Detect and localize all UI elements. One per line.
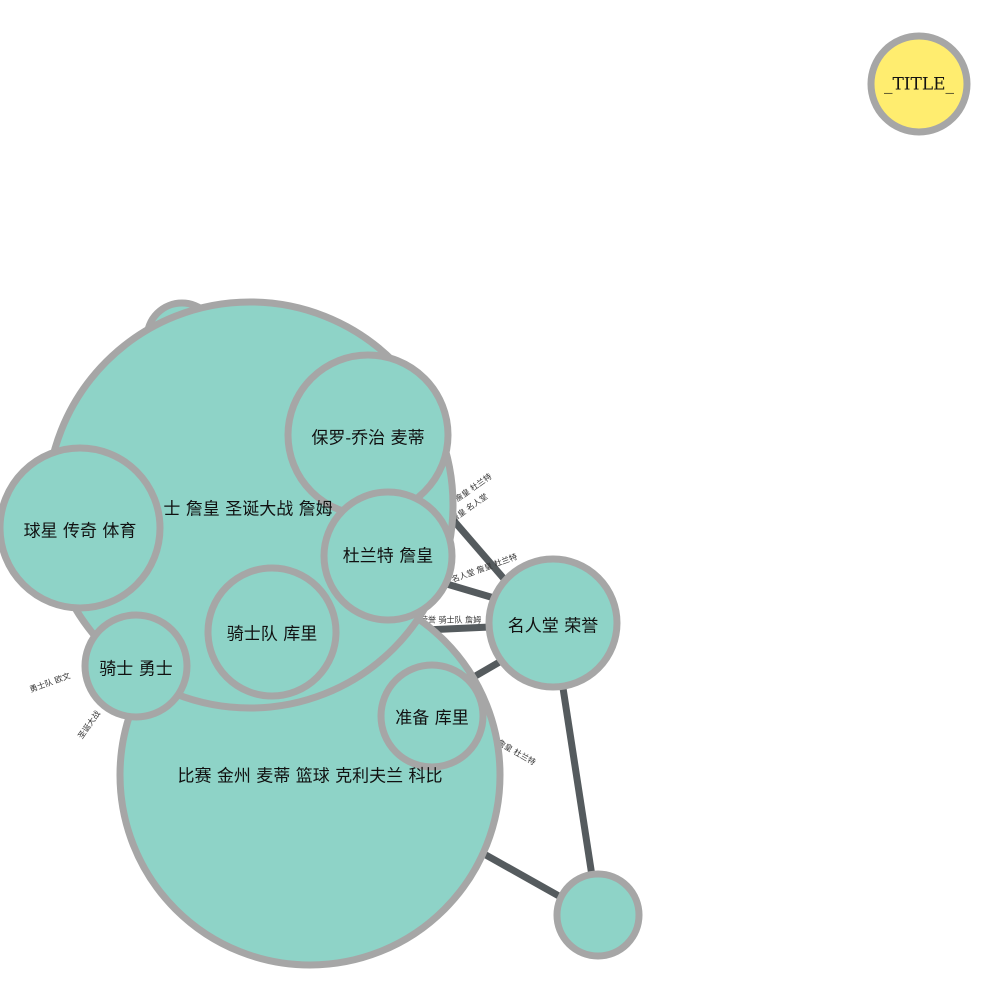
- node-label: 保罗-乔治 麦蒂: [311, 429, 424, 449]
- node-hall-of-fame[interactable]: [485, 555, 621, 691]
- edge-hof-smallbottom: [559, 687, 596, 877]
- node-ready-curry[interactable]: [377, 661, 487, 771]
- edge-label: 圣诞大战: [75, 709, 102, 741]
- node-label: 比赛 金州 麦蒂 篮球 克利夫兰 科比: [177, 766, 442, 787]
- node-cavs-warriors[interactable]: [81, 611, 191, 721]
- edge-ready-curry-hof: [470, 656, 505, 682]
- edge-label: 勇士队 欧文: [28, 670, 71, 694]
- node-label: 士 詹皇 圣诞大战 詹姆: [163, 500, 332, 520]
- node-durant[interactable]: [320, 488, 456, 624]
- node-small-bottom[interactable]: [553, 870, 643, 960]
- node-label: 骑士 勇士: [99, 660, 172, 680]
- title-label: _TITLE_: [884, 75, 955, 95]
- node-cavs-curry[interactable]: [204, 564, 340, 700]
- node-label: 名人堂 荣誉: [508, 617, 598, 637]
- node-label: 准备 库里: [395, 709, 468, 729]
- node-layer: [0, 32, 971, 969]
- title-node[interactable]: [867, 32, 971, 136]
- node-label: 杜兰特 詹皇: [343, 547, 433, 567]
- node-star-legend[interactable]: [0, 444, 164, 612]
- node-label: 骑士队 库里: [227, 625, 317, 645]
- edge-label: 荣誉 骑士队 詹姆: [420, 615, 481, 625]
- node-label: 球星 传奇 体育: [24, 522, 137, 542]
- node-label-layer: 比赛 金州 麦蒂 篮球 克利夫兰 科比 士 詹皇 圣诞大战 詹姆 保罗-乔治 麦…: [24, 75, 955, 787]
